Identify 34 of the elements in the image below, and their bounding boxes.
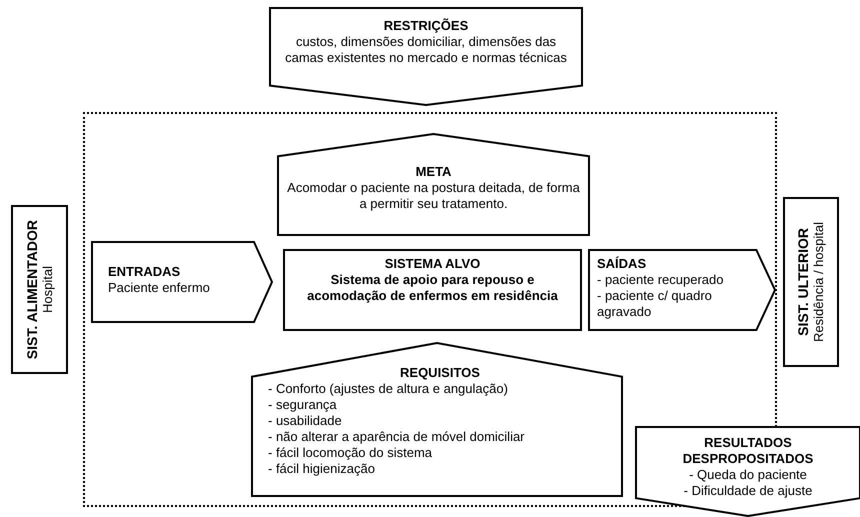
inputs-arrow-box bbox=[92, 242, 272, 322]
description: custos, dimensões domiciliar, dimensões das camas existentes no mercado e normas técnicas bbox=[284, 34, 568, 66]
list-item: - paciente c/ quadro agravado bbox=[597, 288, 713, 320]
heading: SIST. ALIMENTADOR bbox=[24, 220, 40, 360]
target-system-box bbox=[284, 250, 581, 330]
heading: META bbox=[414, 164, 452, 180]
heading: SAÍDAS bbox=[597, 256, 648, 272]
outputs-arrow-box bbox=[589, 250, 775, 330]
description: Sistema de apoio para repouso e acomodação de enfermos em residência bbox=[306, 272, 559, 304]
list-item: - fácil higienização bbox=[268, 461, 376, 477]
destination-system-box bbox=[784, 198, 838, 366]
heading: SIST. ULTERIOR bbox=[795, 228, 811, 336]
description: Hospital bbox=[40, 266, 56, 313]
description: Residência / hospital bbox=[811, 222, 827, 342]
list-item: - Queda do paciente bbox=[688, 467, 808, 483]
heading: RESTRIÇÕES bbox=[382, 18, 470, 34]
source-system-box bbox=[12, 206, 67, 373]
heading: SISTEMA ALVO bbox=[384, 256, 482, 272]
description: Paciente enfermo bbox=[108, 280, 211, 296]
description: Acomodar o paciente na postura deitada, de forma a permitir seu tratamento. bbox=[286, 180, 581, 212]
list-item: - segurança bbox=[268, 397, 338, 413]
unintended-results-arrow-box bbox=[636, 427, 860, 516]
list-item: - usabilidade bbox=[268, 413, 343, 429]
list-item: - Conforto (ajustes de altura e angulação) bbox=[268, 381, 509, 397]
list-item: - fácil locomoção do sistema bbox=[268, 445, 434, 461]
list-item: - paciente recuperado bbox=[597, 272, 724, 288]
list-item: - Dificuldade de ajuste bbox=[682, 483, 814, 499]
requirements-arrow-box bbox=[252, 343, 622, 496]
goal-arrow-box bbox=[278, 134, 589, 235]
heading: REQUISITOS bbox=[399, 365, 481, 381]
list-item: - não alterar a aparência de móvel domiciliar bbox=[268, 429, 526, 445]
heading: RESULTADOS DESPROPOSITADOS bbox=[682, 435, 814, 467]
heading: ENTRADAS bbox=[108, 264, 182, 280]
constraints-arrow-box bbox=[270, 8, 582, 105]
